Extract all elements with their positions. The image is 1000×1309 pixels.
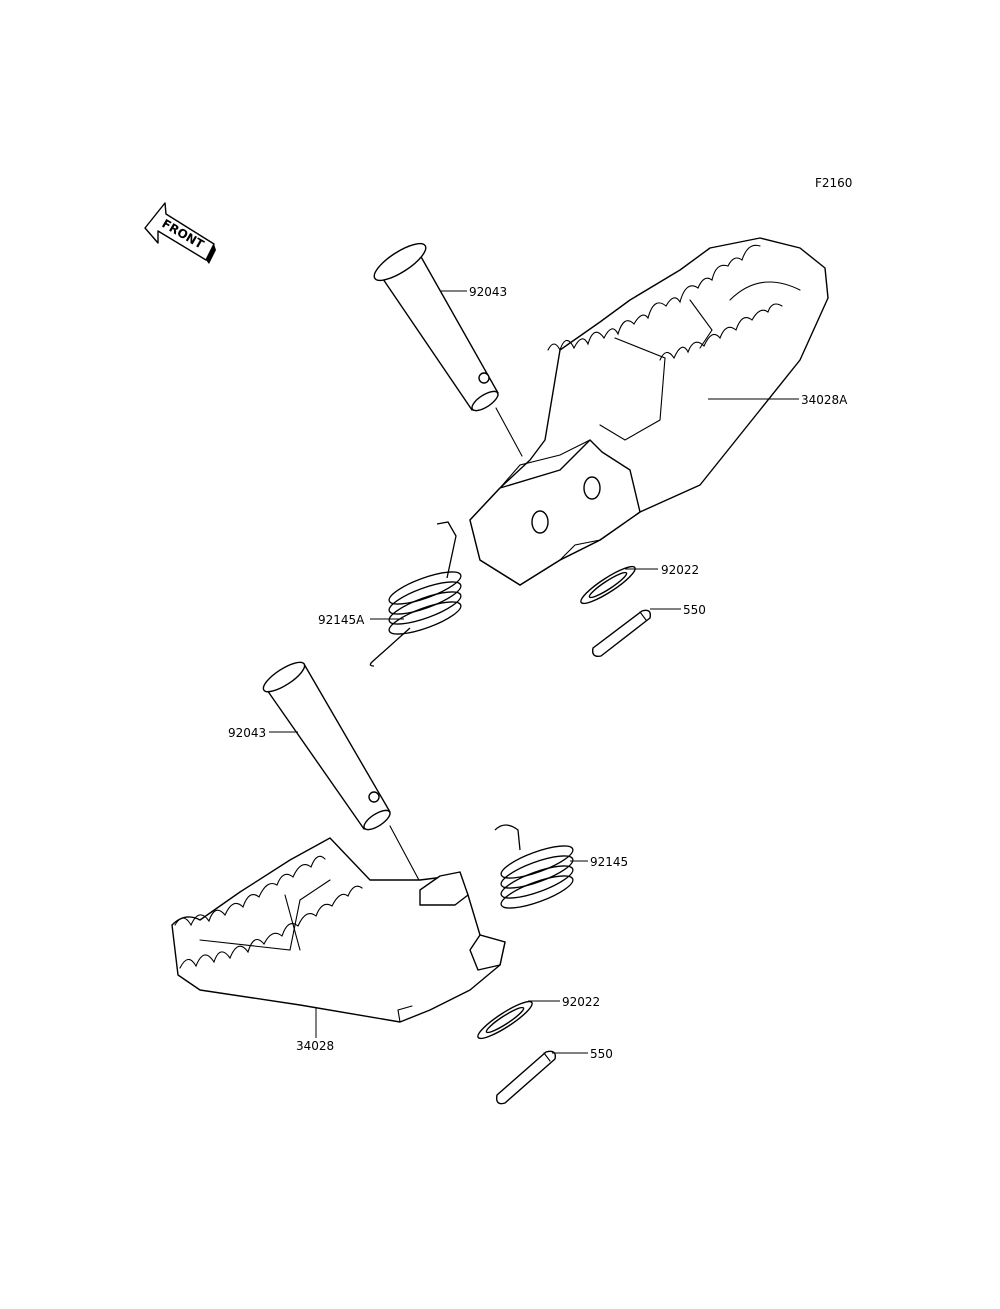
bottom-spring: [494, 824, 574, 909]
bottom-clevis-pin: [262, 661, 421, 883]
front-arrow-icon: FRONT: [144, 202, 216, 264]
bottom-footpeg: [171, 837, 506, 1023]
callout-top-pin: 92043: [469, 285, 507, 299]
callout-bottom-spring: 92145: [590, 855, 628, 869]
top-clevis-pin: [373, 242, 523, 457]
callout-top-cotter: 550: [683, 603, 706, 617]
top-cotter-pin: [591, 609, 652, 658]
callout-top-peg: 34028A: [801, 393, 848, 407]
bottom-washer: [477, 1000, 533, 1040]
top-spring: [369, 521, 462, 667]
top-footpeg: [469, 237, 829, 586]
callout-top-washer: 92022: [661, 563, 699, 577]
callout-bottom-peg: 34028: [296, 1039, 334, 1053]
callout-top-spring: 92145A: [318, 613, 365, 627]
callout-bottom-pin: 92043: [228, 726, 266, 740]
figure-code: F2160: [815, 176, 852, 190]
bottom-cotter-pin: [495, 1050, 556, 1105]
callout-bottom-washer: 92022: [562, 995, 600, 1009]
top-washer: [580, 565, 636, 605]
callout-bottom-cotter: 550: [590, 1047, 613, 1061]
